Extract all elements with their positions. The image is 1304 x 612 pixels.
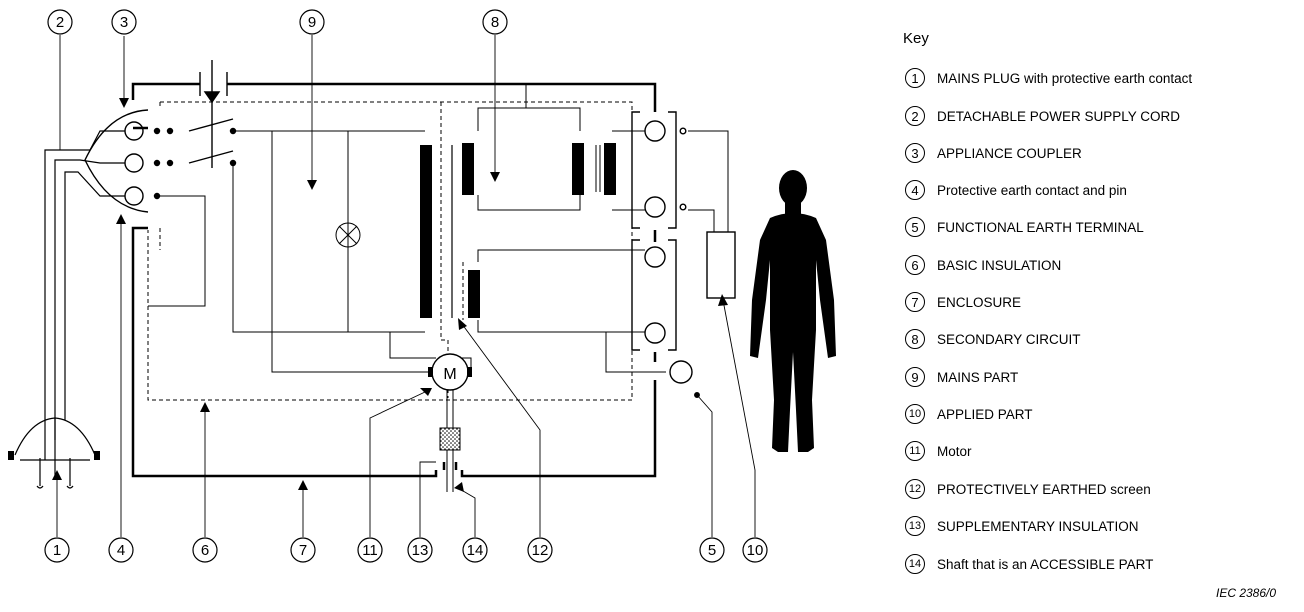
callout-9: 9 xyxy=(299,9,325,35)
key-number: 12 xyxy=(905,479,925,499)
key-item: 4 Protective earth contact and pin xyxy=(905,178,1127,202)
callout-label: 13 xyxy=(412,542,429,559)
circuit-diagram: M xyxy=(8,9,836,563)
key-item: 14 Shaft that is an ACCESSIBLE PART xyxy=(905,552,1153,576)
key-label: APPLIANCE COUPLER xyxy=(937,145,1082,161)
callout-5: 5 xyxy=(699,537,725,563)
callout-3: 3 xyxy=(111,9,137,35)
figure-id: IEC 2386/0 xyxy=(1216,586,1277,600)
key-item: 13 SUPPLEMENTARY INSULATION xyxy=(905,514,1139,538)
callout-11: 11 xyxy=(357,537,383,563)
key-label: FUNCTIONAL EARTH TERMINAL xyxy=(937,219,1144,235)
enclosure xyxy=(131,82,657,478)
motor: M xyxy=(428,353,472,492)
key-item: 5 FUNCTIONAL EARTH TERMINAL xyxy=(905,215,1144,239)
key-item: 9 MAINS PART xyxy=(905,365,1018,389)
key-label: APPLIED PART xyxy=(937,406,1033,422)
secondary-winding-right-a xyxy=(572,143,584,195)
callout-7: 7 xyxy=(290,537,316,563)
callout-13: 13 xyxy=(407,537,433,563)
plug-earth-right xyxy=(94,451,100,460)
key-number: 6 xyxy=(905,255,925,275)
motor-label: M xyxy=(443,366,456,383)
key-label: MAINS PLUG with protective earth contact xyxy=(937,70,1193,86)
callout-label: 2 xyxy=(56,14,64,31)
callout-14: 14 xyxy=(462,537,488,563)
key-number: 14 xyxy=(905,554,925,574)
key-number: 2 xyxy=(905,106,925,126)
leader-lines xyxy=(52,35,756,537)
appliance-coupler xyxy=(84,109,237,213)
callout-label: 12 xyxy=(532,542,549,559)
key-item: 11 Motor xyxy=(905,439,972,463)
key-item: 1 MAINS PLUG with protective earth conta… xyxy=(905,66,1192,90)
key-item: 3 APPLIANCE COUPLER xyxy=(905,141,1082,165)
callout-label: 8 xyxy=(491,14,499,31)
key-label: Shaft that is an ACCESSIBLE PART xyxy=(937,556,1154,572)
terminal-blocks xyxy=(631,111,736,384)
key-label: SUPPLEMENTARY INSULATION xyxy=(937,518,1139,534)
key-label: BASIC INSULATION xyxy=(937,257,1062,273)
applied-winding xyxy=(468,270,480,318)
switch xyxy=(188,60,234,168)
callout-4: 4 xyxy=(108,537,134,563)
key-number: 7 xyxy=(905,292,925,312)
callout-label: 1 xyxy=(53,542,61,559)
key-label: MAINS PART xyxy=(937,369,1019,385)
secondary-winding-left xyxy=(462,143,474,195)
mains-transformer-winding xyxy=(420,145,432,318)
secondary-circuit xyxy=(462,84,729,373)
key-item: 12 PROTECTIVELY EARTHED screen xyxy=(905,477,1151,501)
callout-label: 7 xyxy=(299,542,307,559)
power-cord xyxy=(14,130,125,489)
key-item: 8 SECONDARY CIRCUIT xyxy=(905,327,1081,351)
patient-silhouette xyxy=(750,170,836,452)
callout-label: 3 xyxy=(120,14,128,31)
callout-6: 6 xyxy=(192,537,218,563)
callout-label: 6 xyxy=(201,542,209,559)
callout-label: 5 xyxy=(708,542,716,559)
callout-12: 12 xyxy=(527,537,553,563)
callout-label: 4 xyxy=(117,542,125,559)
callout-label: 14 xyxy=(467,542,484,559)
callout-2: 2 xyxy=(47,9,73,35)
key-label: ENCLOSURE xyxy=(937,294,1022,310)
key-number: 4 xyxy=(905,180,925,200)
mains-wiring xyxy=(148,130,472,373)
key-number: 9 xyxy=(905,367,925,387)
key-number: 13 xyxy=(905,516,925,536)
callout-10: 10 xyxy=(742,537,768,563)
key-number: 11 xyxy=(905,441,925,461)
key-label: Motor xyxy=(937,443,972,459)
callout-8: 8 xyxy=(482,9,508,35)
key-number: 1 xyxy=(905,68,925,88)
key-item: 10 APPLIED PART xyxy=(905,402,1033,426)
callout-label: 11 xyxy=(362,542,378,559)
callout-1: 1 xyxy=(44,537,70,563)
plug-earth-left xyxy=(8,451,14,460)
key-number: 8 xyxy=(905,329,925,349)
callout-label: 9 xyxy=(308,14,316,31)
key-number: 10 xyxy=(905,404,925,424)
key-number: 3 xyxy=(905,143,925,163)
key-number: 5 xyxy=(905,217,925,237)
key-label: SECONDARY CIRCUIT xyxy=(937,331,1081,347)
key-label: DETACHABLE POWER SUPPLY CORD xyxy=(937,108,1181,124)
callout-label: 10 xyxy=(747,542,764,559)
key-item: 6 BASIC INSULATION xyxy=(905,253,1061,277)
key-item: 7 ENCLOSURE xyxy=(905,290,1021,314)
key-label: PROTECTIVELY EARTHED screen xyxy=(937,481,1151,497)
secondary-winding-right-b xyxy=(604,143,616,195)
key-item: 2 DETACHABLE POWER SUPPLY CORD xyxy=(905,104,1180,128)
key-title: Key xyxy=(903,30,929,47)
key-label: Protective earth contact and pin xyxy=(937,182,1127,198)
